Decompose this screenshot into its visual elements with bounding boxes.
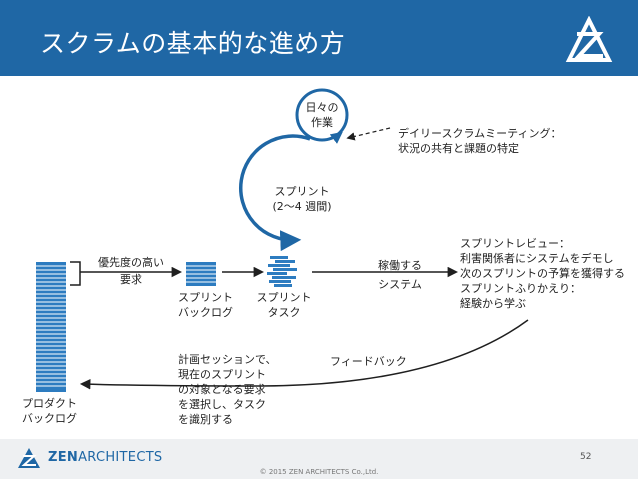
review-line-1: スプリントレビュー： xyxy=(460,237,570,250)
planning-line-1: 計画セッションで、 xyxy=(178,353,277,366)
working-system-label: 稼働する システム xyxy=(364,256,436,294)
header-bar: スクラムの基本的な進め方 xyxy=(0,0,638,76)
zen-architects-logo-icon xyxy=(565,16,613,62)
sprint-task-label: スプリント タスク xyxy=(252,290,316,320)
sprint-line-2: (2〜4 週間) xyxy=(272,200,332,213)
zen-architects-footer-logo-icon xyxy=(18,448,40,468)
footer-brand-rest: ARCHITECTS xyxy=(78,450,163,465)
planning-label: 計画セッションで、 現在のスプリント の対象となる要求 を選択し、タスク を識別… xyxy=(178,352,277,427)
working-system-line-2: システム xyxy=(378,278,422,291)
copyright: © 2015 ZEN ARCHITECTS Co.,Ltd. xyxy=(259,468,379,476)
priority-line-1: 優先度の高い xyxy=(98,256,164,269)
priority-line-2: 要求 xyxy=(120,273,142,286)
priority-label: 優先度の高い 要求 xyxy=(92,254,170,288)
footer-brand: ZENARCHITECTS xyxy=(48,450,162,465)
product-backlog-stack xyxy=(36,262,66,392)
page-number: 52 xyxy=(580,452,592,462)
footer-brand-bold: ZEN xyxy=(48,450,79,465)
sprint-label: スプリント (2〜4 週間) xyxy=(262,184,342,214)
planning-line-4: を選択し、タスク xyxy=(178,398,266,411)
planning-line-3: の対象となる要求 xyxy=(178,383,266,396)
daily-scrum-pointer xyxy=(346,127,391,141)
review-line-3: 次のスプリントの予算を獲得する xyxy=(460,267,625,280)
sprint-line-1: スプリント xyxy=(274,185,330,198)
product-backlog-label: プロダクト バックログ xyxy=(22,396,77,426)
sprint-task-block xyxy=(267,256,297,287)
page-title: スクラムの基本的な進め方 xyxy=(40,29,346,58)
sprint-backlog-label: スプリント バックログ xyxy=(178,290,233,320)
sprint-backlog-line-1: スプリント xyxy=(178,291,233,304)
daily-work-line-2: 作業 xyxy=(311,116,333,129)
review-line-2: 利害関係者にシステムをデモし xyxy=(460,252,614,265)
sprint-task-line-2: タスク xyxy=(267,306,301,319)
daily-cycle-arrow xyxy=(299,127,343,144)
scrum-diagram xyxy=(36,88,529,392)
review-line-4: スプリントふりかえり： xyxy=(460,282,581,295)
review-label: スプリントレビュー： 利害関係者にシステムをデモし 次のスプリントの予算を獲得す… xyxy=(460,236,625,311)
sprint-task-line-1: スプリント xyxy=(256,291,312,304)
review-line-5: 経験から学ぶ xyxy=(460,297,526,310)
working-system-line-1: 稼働する xyxy=(378,259,422,272)
sprint-cycle-arrow xyxy=(238,134,311,252)
daily-work-line-1: 日々の xyxy=(305,101,339,114)
product-backlog-line-1: プロダクト xyxy=(22,397,77,410)
priority-bracket xyxy=(70,261,81,286)
feedback-label: フィードバック xyxy=(330,355,407,368)
feedback-arrow xyxy=(79,319,529,390)
planning-line-5: を識別する xyxy=(178,413,233,426)
sprint-backlog-line-2: バックログ xyxy=(178,306,233,319)
footer-bar xyxy=(0,439,638,479)
product-backlog-line-2: バックログ xyxy=(22,412,77,425)
daily-scrum-line-1: デイリースクラムミーティング： xyxy=(398,127,562,140)
daily-scrum-label: デイリースクラムミーティング： 状況の共有と課題の特定 xyxy=(398,126,561,156)
daily-work-label: 日々の 作業 xyxy=(300,100,344,130)
planning-line-2: 現在のスプリント xyxy=(178,368,266,381)
sprint-backlog-stack xyxy=(186,262,216,286)
daily-scrum-line-2: 状況の共有と課題の特定 xyxy=(398,142,519,155)
